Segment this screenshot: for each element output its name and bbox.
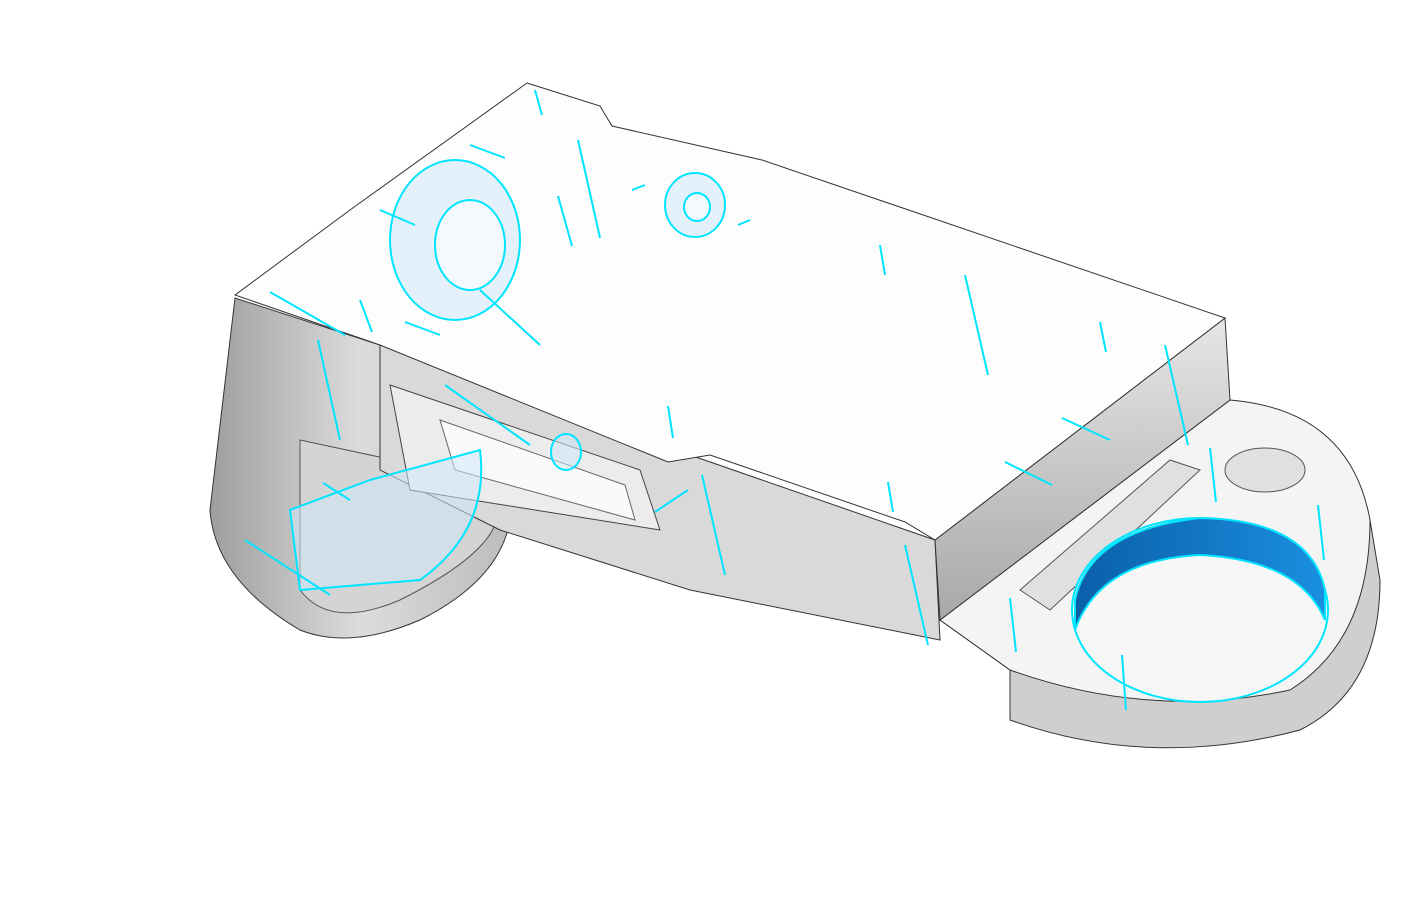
right-end: [939, 399, 1381, 749]
selected-bore-face: [1074, 516, 1326, 631]
highlighted-features: [244, 89, 1325, 711]
